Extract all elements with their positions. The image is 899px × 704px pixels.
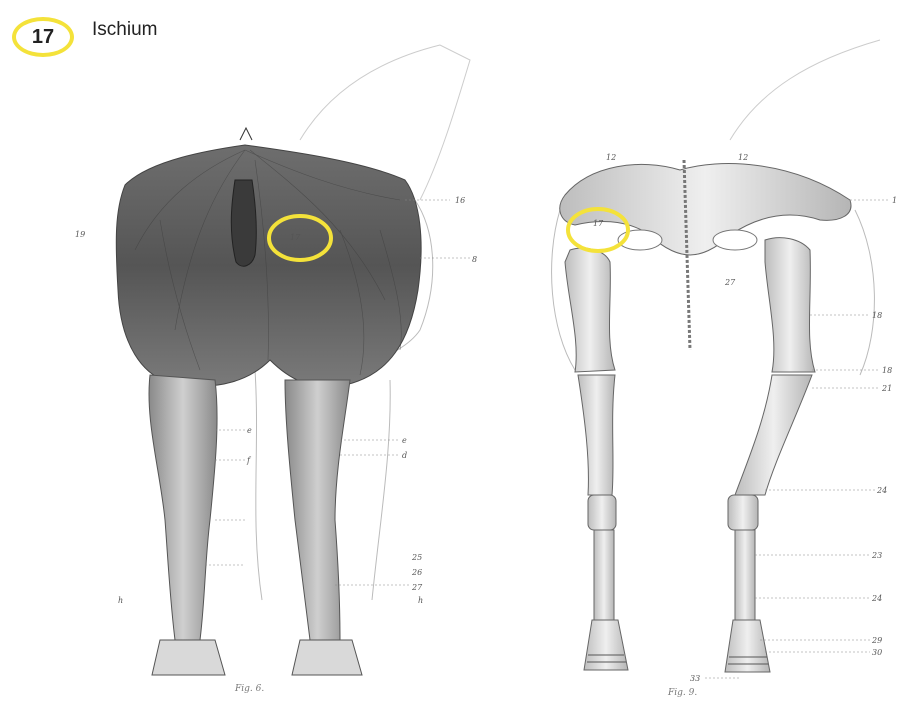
label-r-30: 30 [872,648,882,657]
label-27: 27 [411,583,423,592]
label-e2: e [402,436,407,445]
label-h: h [118,596,123,605]
label-r-18: 18 [882,366,892,375]
right-cannon [735,530,755,620]
right-tibia [735,375,812,495]
left-femur [565,248,615,372]
figure-caption-right: Fig. 9. [668,688,697,698]
label-r-24b: 24 [871,594,882,603]
right-hoof [292,640,362,675]
label-r-21: 21 [881,384,892,393]
label-h2: h [418,596,423,605]
right-femur [765,238,815,372]
label-19: 19 [75,230,85,239]
label-1: 1 [892,196,897,205]
label-16: 16 [455,196,465,205]
label-17-muscle: 17 [290,233,301,242]
right-hock [728,495,758,530]
label-r-23: 23 [871,551,882,560]
label-r-12b: 12 [738,153,748,162]
label-r-12: 12 [606,153,616,162]
muscle-view-figure: 19 16 8 e f e d 25 26 27 h h 17 [75,45,477,675]
label-r-27: 27 [724,278,736,287]
label-25: 25 [411,553,422,562]
label-e: e [247,426,252,435]
label-f: f [246,456,252,465]
left-hind-leg [149,375,217,640]
label-17-bone: 17 [593,219,604,228]
label-r-29: 29 [871,636,882,645]
label-r-33: 33 [690,674,700,683]
left-hock [588,495,616,530]
rump-muscle-mass [116,145,421,386]
tail [231,180,256,266]
left-tibia [578,375,615,495]
figure-caption-left: Fig. 6. [235,684,264,694]
label-18: 18 [872,311,882,320]
right-hind-leg [285,380,350,640]
left-cannon [594,530,614,620]
left-hoof [152,640,225,675]
skeleton-view-figure: 1 18 18 21 24 23 24 29 30 33 12 12 27 17 [552,40,898,683]
label-r-24: 24 [876,486,887,495]
label-26: 26 [411,568,422,577]
label-d: d [402,451,407,460]
label-8: 8 [472,255,477,264]
